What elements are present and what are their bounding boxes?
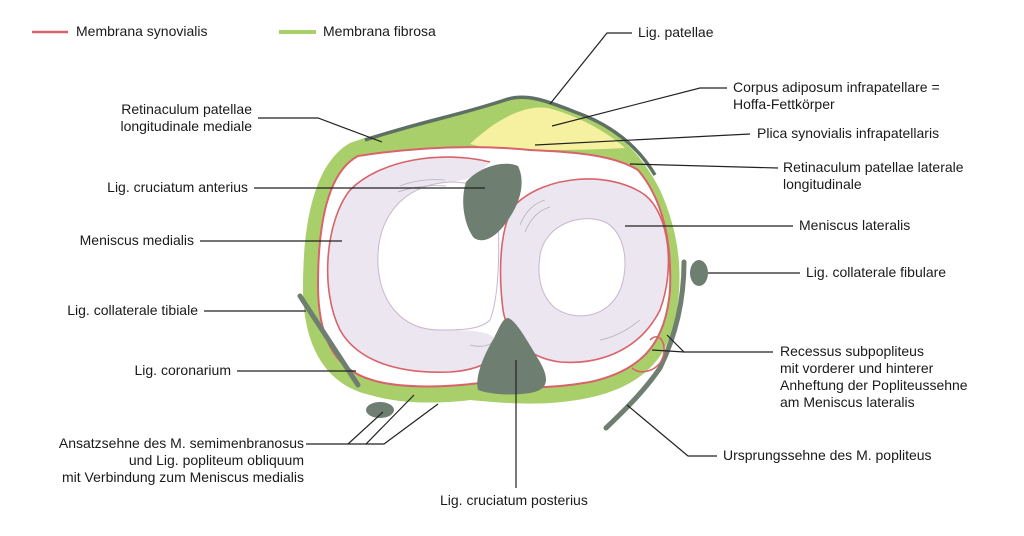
label-lig-cruciatum-posterius: Lig. cruciatum posterius [440, 492, 588, 508]
meniscus-medialis-shape [327, 157, 500, 373]
label-meniscus-medialis: Meniscus medialis [79, 232, 194, 248]
label-corpus-adiposum: Corpus adiposum infrapatellare = Hoffa-F… [733, 79, 940, 112]
label-retinaculum-medial: Retinaculum patellae longitudinale media… [120, 101, 252, 134]
leader-retinaculum-medial [258, 117, 383, 143]
leader-retinaculum-lateral [629, 163, 779, 169]
legend-fibrosa-label: Membrana fibrosa [323, 23, 436, 39]
meniscus-lateralis-edge [499, 178, 670, 364]
leader-ansatz-3 [366, 403, 439, 445]
label-lig-cruciatum-anterius: Lig. cruciatum anterius [107, 179, 248, 195]
lig-cruciatum-posterius-shape [477, 318, 546, 395]
fibrosa-dark-edge-anterior [364, 95, 657, 176]
label-lig-patellae: Lig. patellae [638, 24, 714, 40]
label-plica-synovialis: Plica synovialis infrapatellaris [757, 125, 940, 141]
meniscus-medialis-edge [326, 156, 501, 374]
semimembranosus-tendon-shape [366, 402, 394, 418]
label-lig-collaterale-tibiale: Lig. collaterale tibiale [67, 302, 198, 318]
label-meniscus-lateralis: Meniscus lateralis [799, 217, 911, 233]
label-lig-collaterale-fibulare: Lig. collaterale fibulare [806, 264, 947, 280]
lig-cruciatum-anterius-shape [463, 163, 522, 241]
label-lig-coronarium: Lig. coronarium [134, 362, 232, 378]
label-ursprungssehne: Ursprungssehne des M. popliteus [723, 447, 932, 463]
label-recessus-subpopliteus: Recessus subpopliteus mit vorderer und h… [780, 343, 968, 410]
leader-recessus [666, 334, 773, 353]
meniscus-lateralis-shape [500, 178, 669, 363]
lig-collaterale-tibiale-shape [297, 293, 361, 388]
leader-corpus-adiposum [551, 87, 727, 127]
leader-ursprungssehne [626, 404, 717, 457]
meniscus-lateralis-inner-edge [538, 218, 626, 317]
lig-collaterale-fibulare-shape [690, 260, 708, 286]
leader-plica [534, 133, 751, 146]
recessus-subpopliteus-shape [631, 336, 665, 373]
meniscus-hatching [397, 179, 641, 347]
popliteus-tendon-shape [603, 259, 687, 431]
legend-synovialis-label: Membrana synovialis [76, 23, 208, 39]
label-ansatzsehne: Ansatzsehne des M. semimenbranosus und L… [58, 435, 304, 485]
leader-recessus-b [651, 349, 685, 353]
hoffa-fat-pad [470, 107, 625, 150]
label-retinaculum-lateral: Retinaculum patellae laterale longitudin… [783, 159, 964, 192]
leader-lines [200, 32, 800, 488]
leader-lig-patellae [549, 32, 632, 105]
